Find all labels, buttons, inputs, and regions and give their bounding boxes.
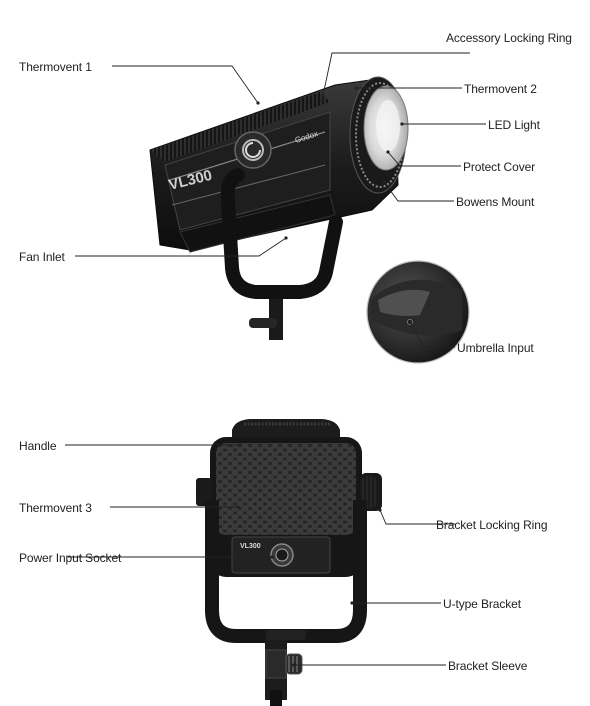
leader-dots: [236, 86, 412, 667]
label-u-type-bracket: U-type Bracket: [443, 597, 521, 611]
label-thermovent-1: Thermovent 1: [19, 60, 92, 74]
label-fan-inlet: Fan Inlet: [19, 250, 65, 264]
label-bracket-locking-line1: Bracket: [436, 518, 476, 532]
label-accessory-line1: Accessory: [446, 31, 501, 45]
front-light-illustration: [149, 76, 409, 340]
label-led-light: LED Light: [488, 118, 540, 132]
label-accessory-locking-ring: Accessory Locking Ring: [446, 31, 572, 45]
stand-knob: [249, 318, 277, 328]
label-handle: Handle: [19, 439, 57, 453]
leader-protect: [387, 151, 461, 167]
bracket-knob: [234, 131, 272, 169]
leader-fan: [75, 237, 287, 257]
label-bowens-mount: Bowens Mount: [456, 195, 535, 209]
label-power-input-socket: Power Input Socket: [19, 551, 121, 565]
thermovent-3-grille: [216, 443, 356, 535]
umbrella-zoom-illustration: [366, 260, 470, 364]
label-thermovent-2: Thermovent 2: [464, 82, 537, 96]
label-power-input-line1: Power Input: [19, 551, 82, 565]
label-bracket-locking-ring: Bracket Locking Ring: [436, 518, 548, 532]
label-umbrella-input: Umbrella Input: [457, 341, 534, 355]
back-light-illustration: [196, 419, 382, 706]
leader-lines: [65, 52, 486, 666]
label-protect-cover: Protect Cover: [463, 160, 536, 174]
leader-umbrella: [409, 321, 455, 348]
leader-thermovent1: [112, 65, 259, 104]
leader-accessory: [321, 52, 470, 101]
front-bracket: [220, 168, 343, 299]
label-bracket-sleeve: Bracket Sleeve: [448, 659, 528, 673]
label-power-input-line2: Socket: [85, 551, 122, 565]
leader-bowens: [383, 181, 454, 202]
back-model-text: VL300: [240, 543, 261, 550]
label-accessory-line2: Locking Ring: [503, 31, 572, 45]
leader-bracket-locking: [379, 509, 455, 525]
label-thermovent-3: Thermovent 3: [19, 501, 92, 515]
thermovent-1-strip: [150, 92, 330, 162]
label-bracket-locking-line2: Locking Ring: [479, 518, 548, 532]
